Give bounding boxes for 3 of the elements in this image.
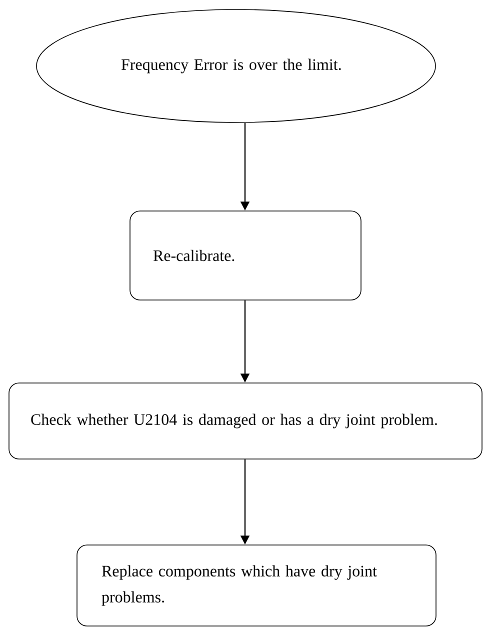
process-box: Replace components which have dry joint problems. xyxy=(76,544,436,626)
process-box: Re-calibrate. xyxy=(130,210,362,300)
process-box: Check whether U2104 is damaged or has a dry joint problem. xyxy=(8,382,482,460)
